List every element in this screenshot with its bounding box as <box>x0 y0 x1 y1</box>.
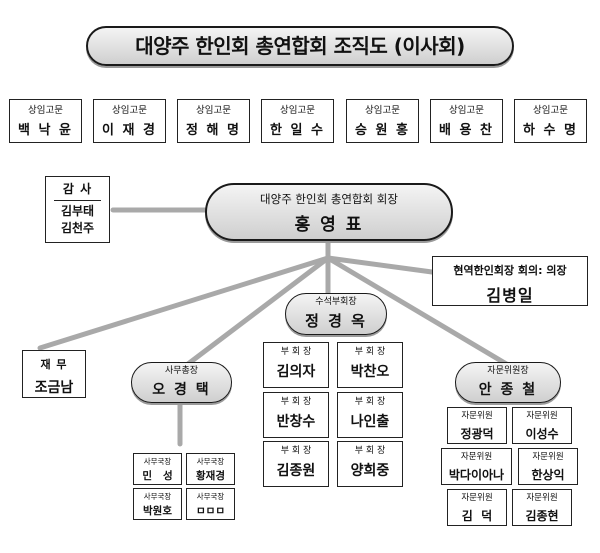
connector-secretary <box>177 255 331 373</box>
advisor-role: 상임고문 <box>365 105 400 116</box>
vice-president-box: 부 회 장 김종원 <box>263 441 329 487</box>
advisory-member-box: 자문위원 박다이아나 <box>441 448 512 485</box>
secretariat-box: 사무국장 민 성 <box>133 453 182 485</box>
vice-president-role: 부 회 장 <box>280 347 312 357</box>
vice-president-name: 김의자 <box>276 364 316 380</box>
secretariat-box: 사무국장 박원호 <box>133 488 182 520</box>
advisory-member-role: 자문위원 <box>526 411 558 421</box>
advisory-chair-node: 자문위원장 안 종 철 <box>455 362 561 403</box>
vice-president-box: 부 회 장 박찬오 <box>337 342 403 388</box>
secretariat-box: 사무국장 ㅁㅁㅁ <box>186 488 235 520</box>
advisor-box: 상임고문 백 낙 윤 <box>9 99 82 143</box>
advisory-member-name: 정광덕 <box>460 427 494 441</box>
secretariat-name: ㅁㅁㅁ <box>196 505 225 517</box>
advisor-name: 백 낙 윤 <box>18 123 73 138</box>
vice-president-box: 부 회 장 김의자 <box>263 342 329 388</box>
advisor-name: 승 원 홍 <box>355 123 410 138</box>
secretariat-name: 박원호 <box>143 505 172 517</box>
advisory-member-role: 자문위원 <box>532 452 564 462</box>
treasury-box: 재 무 조금남 <box>22 350 86 398</box>
treasury-role: 재 무 <box>40 358 68 371</box>
advisor-name: 이 재 경 <box>102 123 157 138</box>
vice-president-role: 부 회 장 <box>280 397 312 407</box>
advisory-member-box: 자문위원 한상익 <box>518 448 578 485</box>
advisory-member-box: 자문위원 김종현 <box>512 489 572 526</box>
secretariat-name: 민 성 <box>142 470 173 482</box>
advisor-role: 상임고문 <box>28 105 63 116</box>
chair-name: 김병일 <box>486 286 534 305</box>
advisor-name: 하 수 명 <box>523 123 578 138</box>
advisory-member-box: 자문위원 이성수 <box>512 407 572 444</box>
advisor-box: 상임고문 정 해 명 <box>177 99 250 143</box>
advisor-box: 상임고문 하 수 명 <box>514 99 587 143</box>
advisor-name: 정 해 명 <box>186 123 241 138</box>
vice-president-name: 양희중 <box>350 463 390 479</box>
advisor-role: 상임고문 <box>196 105 231 116</box>
auditor-name: 김부태 <box>60 204 95 218</box>
advisor-box: 상임고문 배 용 찬 <box>430 99 503 143</box>
advisory-member-name: 김 덕 <box>461 509 493 523</box>
vice-president-box: 부 회 장 나인출 <box>337 392 403 438</box>
secretary-general-name: 오 경 택 <box>152 382 211 398</box>
advisory-member-role: 자문위원 <box>461 411 493 421</box>
senior-vp-node: 수석부회장 정 경 옥 <box>285 293 387 335</box>
secretariat-role: 사무국장 <box>143 492 172 501</box>
president-node: 대양주 한인회 총연합회 회장 홍 영 표 <box>205 183 453 241</box>
vice-president-name: 김종원 <box>276 463 316 479</box>
secretariat-role: 사무국장 <box>196 492 225 501</box>
vice-president-role: 부 회 장 <box>354 397 386 407</box>
chair-box: 현역한인회장 회의: 의장 김병일 <box>432 256 588 306</box>
vice-president-name: 반창수 <box>276 414 316 430</box>
president-name: 홍 영 표 <box>294 215 364 235</box>
advisor-name: 배 용 찬 <box>439 123 494 138</box>
advisory-member-box: 자문위원 정광덕 <box>447 407 507 444</box>
senior-vp-name: 정 경 옥 <box>305 312 367 330</box>
connector-chair <box>325 255 435 275</box>
secretary-general-node: 사무총장 오 경 택 <box>131 362 232 403</box>
vice-president-role: 부 회 장 <box>280 446 312 456</box>
senior-vp-role: 수석부회장 <box>315 297 357 307</box>
advisor-role: 상임고문 <box>533 105 568 116</box>
advisor-box: 상임고문 승 원 홍 <box>346 99 419 143</box>
advisory-member-role: 자문위원 <box>460 452 493 462</box>
advisory-chair-role: 자문위원장 <box>487 366 529 376</box>
connector-advisory <box>325 255 511 368</box>
title-banner: 대양주 한인회 총연합회 조직도 (이사회) <box>86 26 514 66</box>
advisor-name: 한 일 수 <box>270 123 325 138</box>
advisor-box: 상임고문 이 재 경 <box>93 99 166 143</box>
treasury-name: 조금남 <box>34 380 74 396</box>
vice-president-box: 부 회 장 양희중 <box>337 441 403 487</box>
advisory-member-role: 자문위원 <box>461 493 493 503</box>
auditor-divider <box>54 200 101 201</box>
advisory-member-name: 이성수 <box>525 427 559 441</box>
vice-president-name: 나인출 <box>350 414 390 430</box>
advisor-role: 상임고문 <box>112 105 147 116</box>
advisor-box: 상임고문 한 일 수 <box>261 99 334 143</box>
advisory-member-role: 자문위원 <box>526 493 558 503</box>
advisory-member-name: 박다이아나 <box>448 468 505 482</box>
advisory-chair-name: 안 종 철 <box>478 382 538 398</box>
vice-president-role: 부 회 장 <box>354 347 386 357</box>
connector-treasury <box>37 255 331 351</box>
advisor-role: 상임고문 <box>449 105 484 116</box>
secretariat-name: 황재경 <box>196 470 225 482</box>
vice-president-role: 부 회 장 <box>354 446 386 456</box>
auditor-name: 김천주 <box>60 221 95 235</box>
advisory-member-name: 김종현 <box>525 509 559 523</box>
secretariat-role: 사무국장 <box>196 457 225 466</box>
secretary-general-role: 사무총장 <box>164 366 199 376</box>
auditor-role: 감 사 <box>62 182 93 196</box>
secretariat-box: 사무국장 황재경 <box>186 453 235 485</box>
vice-president-box: 부 회 장 반창수 <box>263 392 329 438</box>
chair-role: 현역한인회장 회의: 의장 <box>453 264 567 277</box>
page-title: 대양주 한인회 총연합회 조직도 (이사회) <box>135 34 465 58</box>
advisor-role: 상임고문 <box>280 105 315 116</box>
advisory-member-box: 자문위원 김 덕 <box>447 489 507 526</box>
vice-president-name: 박찬오 <box>350 364 390 380</box>
auditor-box: 감 사 김부태 김천주 <box>45 176 110 243</box>
president-role: 대양주 한인회 총연합회 회장 <box>260 192 398 206</box>
secretariat-role: 사무국장 <box>143 457 172 466</box>
advisory-member-name: 한상익 <box>531 468 565 482</box>
